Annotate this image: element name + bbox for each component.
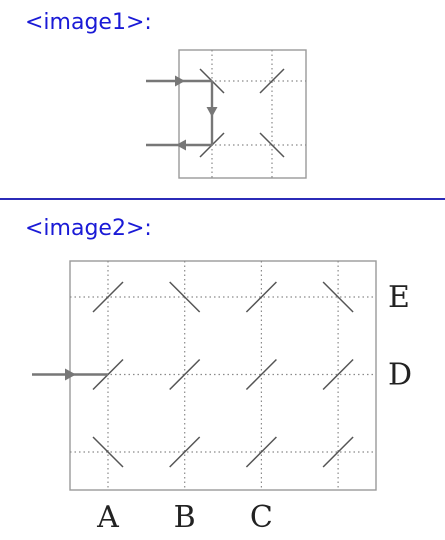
mirror: [92, 436, 124, 468]
mirror: [245, 358, 277, 391]
mirror: [322, 436, 354, 468]
mirror-grid-diagram-1: [146, 49, 307, 179]
panel-divider: [0, 198, 445, 200]
image2-label: <image2>:: [25, 216, 152, 241]
mirror: [259, 68, 285, 94]
beam-arrowhead: [175, 75, 185, 87]
mirror: [322, 281, 354, 313]
grid-frame: [178, 49, 307, 179]
beam-arrowhead: [206, 107, 218, 117]
beam-arrowhead: [65, 368, 76, 381]
mirror: [169, 358, 201, 391]
mirror-grid-diagram-2: A B C E D: [32, 260, 412, 535]
row-label-d: D: [388, 358, 412, 393]
column-label-c: C: [250, 500, 273, 535]
mirror: [169, 436, 201, 468]
mirror: [169, 281, 201, 313]
mirror: [245, 281, 277, 313]
beam-arrowhead: [176, 139, 186, 151]
column-label-b: B: [174, 500, 196, 535]
image1-label: <image1>:: [25, 10, 152, 35]
mirror: [92, 281, 124, 313]
column-label-a: A: [96, 500, 119, 535]
grid-frame: [69, 260, 377, 491]
mirror: [245, 436, 277, 468]
mirror: [322, 358, 354, 391]
mirror: [259, 132, 285, 158]
row-label-e: E: [388, 280, 410, 315]
